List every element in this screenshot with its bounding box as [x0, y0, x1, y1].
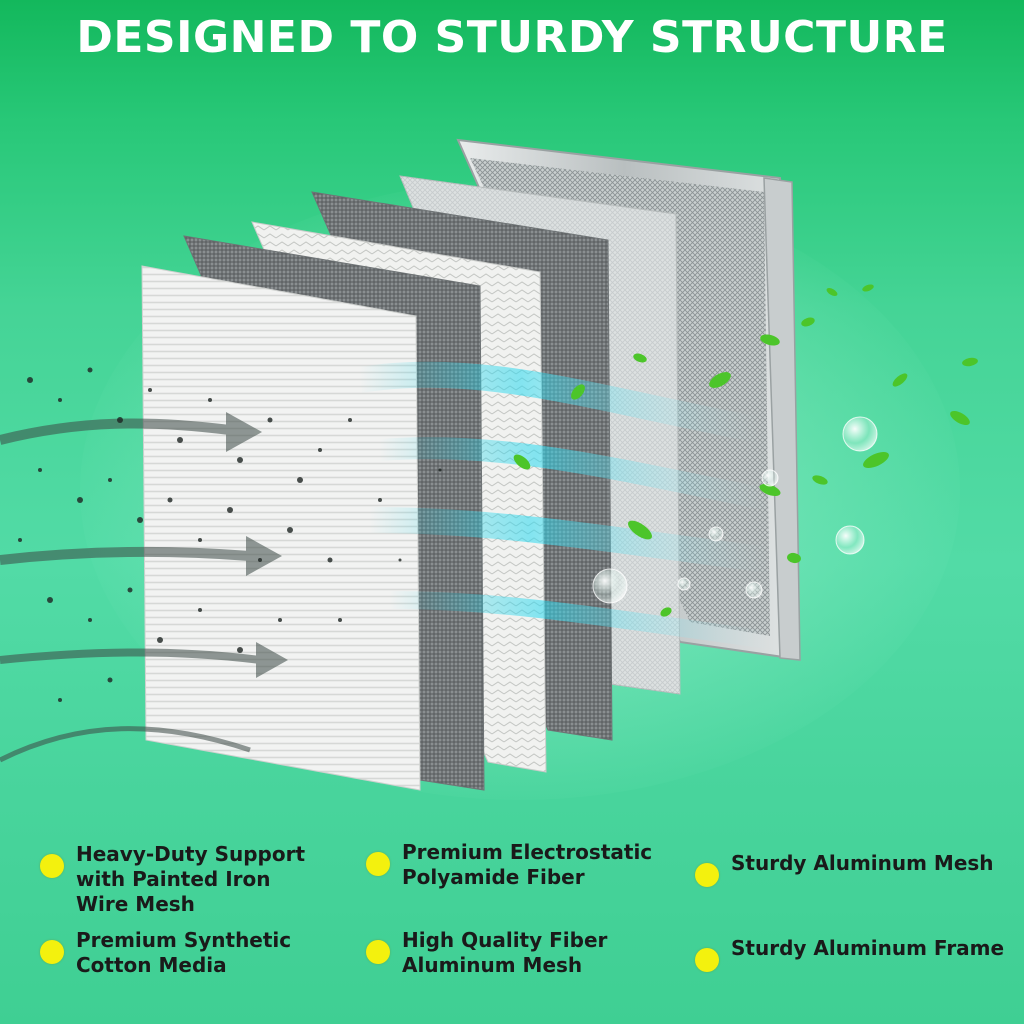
- feature-line: Sturdy Aluminum Frame: [731, 936, 1005, 960]
- bullet-dot-icon: [366, 940, 390, 964]
- feature-list: Heavy-Duty Support with Painted Iron Wir…: [0, 830, 1024, 1020]
- headline: DESIGNED TO STURDY STRUCTURE: [76, 12, 948, 63]
- feature-line: Aluminum Mesh: [402, 953, 583, 977]
- feature-line: Premium Electrostatic: [402, 840, 653, 864]
- feature-item-aluminum-frame: Sturdy Aluminum Frame: [695, 936, 1004, 972]
- feature-item-fiber-aluminum-mesh: High Quality Fiber Aluminum Mesh: [366, 928, 607, 978]
- bubble-icon: [592, 416, 878, 604]
- feature-line: Polyamide Fiber: [402, 865, 585, 889]
- feature-line: Premium Synthetic: [76, 928, 292, 952]
- leaf-icon: [513, 284, 978, 617]
- feature-line: High Quality Fiber: [402, 928, 608, 952]
- bullet-dot-icon: [695, 948, 719, 972]
- feature-line: with Painted Iron: [76, 867, 271, 891]
- feature-item-aluminum-mesh: Sturdy Aluminum Mesh: [695, 851, 994, 887]
- airflow-beams: [357, 361, 773, 649]
- feature-line: Wire Mesh: [76, 892, 195, 916]
- bullet-dot-icon: [366, 852, 390, 876]
- feature-item-electrostatic-fiber: Premium Electrostatic Polyamide Fiber: [366, 840, 652, 890]
- feature-line: Heavy-Duty Support: [76, 842, 306, 866]
- bullet-dot-icon: [695, 863, 719, 887]
- feature-line: Sturdy Aluminum Mesh: [731, 851, 994, 875]
- airflow-arrow-icon: [0, 412, 288, 763]
- bullet-dot-icon: [40, 940, 64, 964]
- feature-item-iron-wire-mesh: Heavy-Duty Support with Painted Iron Wir…: [40, 842, 305, 917]
- feature-item-synthetic-cotton: Premium Synthetic Cotton Media: [40, 928, 291, 978]
- dust-particles-icon: [18, 367, 442, 702]
- bullet-dot-icon: [40, 854, 64, 878]
- feature-line: Cotton Media: [76, 953, 227, 977]
